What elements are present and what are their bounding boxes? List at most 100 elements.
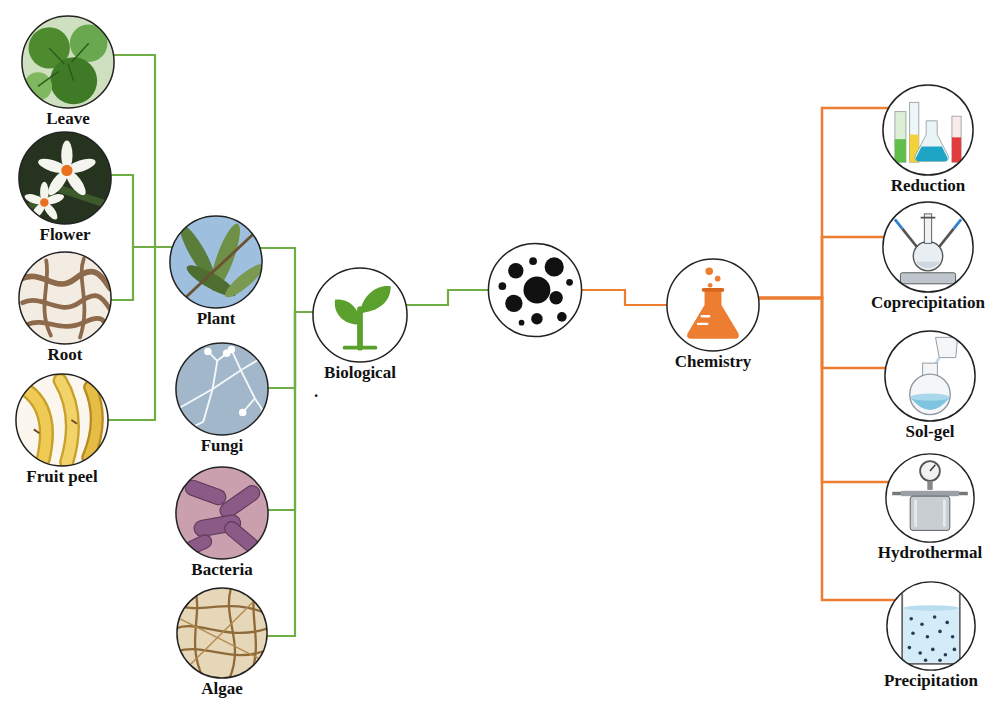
drawing-part (229, 587, 235, 679)
drawing-part (882, 84, 974, 176)
node-label: Reduction (891, 176, 966, 195)
node-illustration (15, 373, 109, 467)
drawing-part (23, 296, 110, 310)
drawing-part (902, 594, 960, 664)
drawing-part (903, 605, 959, 610)
node-circle: Sol-gel (884, 330, 976, 441)
drawing-part (886, 581, 976, 671)
drawing-part (175, 466, 269, 560)
drawing-part (895, 219, 961, 228)
node-circle: Reduction (882, 84, 974, 195)
connector-line (268, 312, 313, 388)
drawing-part (902, 229, 954, 247)
drawing-part (715, 276, 721, 282)
drawing-part (566, 279, 573, 286)
drawing-part (204, 348, 212, 356)
drawing-part (952, 137, 961, 162)
drawing-part (27, 318, 108, 331)
drawing-part (885, 453, 975, 543)
node-circle: Root (18, 251, 112, 364)
drawing-part (882, 201, 974, 293)
drawing-part (176, 587, 268, 679)
drawing-part (945, 621, 949, 625)
drawing-part (910, 374, 950, 414)
drawing-part (178, 234, 253, 304)
drawing-part (26, 381, 97, 463)
node-illustration (175, 466, 269, 560)
drawing-part (15, 373, 109, 467)
drawing-part (183, 478, 228, 507)
node-circle: Bacteria (175, 466, 269, 579)
nanoparticle-circle (487, 242, 583, 338)
drawing-part (529, 257, 537, 265)
drawing-part (16, 374, 108, 466)
drawing-part (924, 658, 928, 662)
drawing-part (189, 351, 264, 428)
drawing-part (181, 596, 264, 670)
drawing-part (930, 465, 935, 471)
drawing-part (18, 131, 112, 225)
drawing-part (175, 342, 269, 436)
drawing-part (18, 131, 112, 225)
drawing-part (335, 300, 360, 325)
node-illustration (18, 131, 112, 225)
drawing-part (312, 267, 408, 363)
node-illustration (886, 581, 976, 671)
drawing-part (177, 588, 267, 678)
node-circle: Coprecipitation (882, 201, 974, 312)
drawing-part (175, 466, 269, 560)
drawing-part (895, 139, 906, 162)
node-circle: Fruit peel (15, 373, 109, 486)
drawing-part (549, 291, 562, 304)
drawing-part (239, 409, 247, 417)
drawing-part (312, 267, 408, 363)
drawing-part (708, 283, 713, 288)
drawing-part (895, 112, 906, 163)
drawing-part (908, 615, 957, 662)
connector-line (108, 247, 172, 420)
drawing-part (882, 201, 974, 293)
connector-line (114, 55, 173, 247)
drawing-part (44, 260, 50, 335)
node-label: Leave (46, 109, 89, 128)
drawing-part (938, 658, 942, 662)
drawing-part (908, 646, 912, 650)
node-label: Precipitation (884, 671, 978, 690)
node-illustration (882, 201, 974, 293)
node-circle: Flower (18, 131, 112, 244)
drawing-part (557, 312, 567, 322)
node-label: Plant (197, 309, 236, 328)
drawing-part (488, 243, 581, 336)
node-illustration (176, 587, 268, 679)
drawing-part (531, 313, 543, 325)
node-illustration (666, 258, 760, 352)
drawing-part (909, 617, 913, 621)
drawing-part (21, 15, 115, 109)
drawing-part (181, 619, 264, 660)
drawing-part (169, 215, 263, 309)
drawing-part (931, 648, 935, 652)
node-label: Root (48, 345, 83, 364)
drawing-part (176, 649, 268, 655)
drawing-part (698, 316, 709, 324)
node-circle: Hydrothermal (885, 453, 975, 562)
drawing-part (933, 615, 937, 619)
node-label: . (314, 382, 318, 401)
connector-line (759, 237, 885, 298)
drawing-part (508, 263, 523, 278)
drawing-part (180, 350, 265, 429)
drawing-part (194, 587, 203, 679)
drawing-part (519, 320, 525, 326)
drawing-part (20, 259, 110, 338)
drawing-part (886, 581, 976, 671)
drawing-part (18, 251, 112, 345)
connector-line (759, 298, 896, 600)
drawing-part (920, 461, 940, 481)
node-illustration (882, 84, 974, 176)
drawing-part (883, 202, 973, 292)
node-label: Biological (324, 363, 396, 382)
drawing-part (666, 258, 760, 352)
node-label: Coprecipitation (871, 293, 985, 312)
node-label: Algae (201, 679, 243, 698)
